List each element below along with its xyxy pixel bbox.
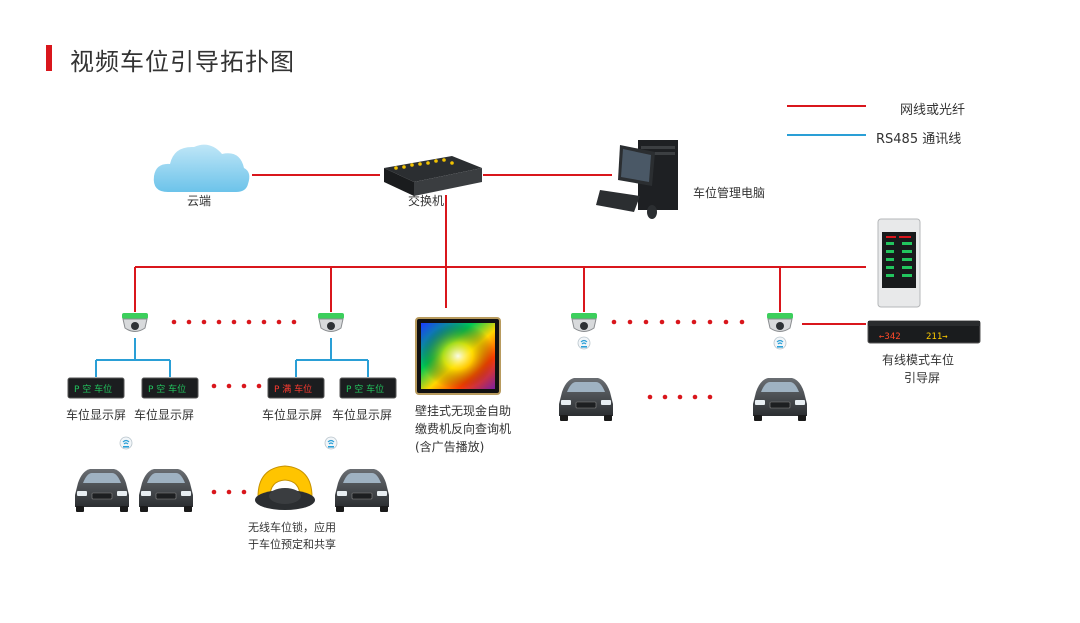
display-text-3: P 满 车位 (274, 383, 312, 395)
wireless-icon (577, 336, 591, 350)
lock-label-1: 无线车位锁，应用 (248, 521, 336, 534)
parking-display-icon (267, 377, 325, 399)
display-label-1: 车位显示屏 (66, 408, 127, 422)
kiosk-label-3: (含广告播放) (415, 440, 485, 454)
rs485-lines (95, 338, 369, 377)
legend-rs485-label: RS485 通讯线 (876, 132, 962, 147)
cloud-label: 云端 (187, 194, 212, 208)
car-icon (74, 468, 130, 513)
legend-fiber-label: 网线或光纤 (900, 103, 966, 118)
display-text-2: P 空 车位 (148, 383, 186, 395)
parking-lock-icon (255, 465, 315, 510)
wireless-icon (119, 436, 133, 450)
wireless-icon (324, 436, 338, 450)
kiosk-label-2: 缴费机反向查询机 (415, 422, 512, 436)
dotted-links (171, 319, 745, 495)
guide-right-text: 211→ (926, 332, 948, 342)
display-label-4: 车位显示屏 (332, 408, 393, 422)
computer-icon (596, 140, 678, 219)
title-accent-bar (46, 45, 52, 71)
camera-icon (570, 312, 598, 332)
display-text-4: P 空 车位 (346, 383, 384, 395)
kiosk-screen-icon (415, 317, 501, 395)
display-label-3: 车位显示屏 (262, 408, 323, 422)
switch-icon (384, 156, 482, 196)
wireless-icon (773, 336, 787, 350)
camera-icon (121, 312, 149, 332)
parking-display-icon (67, 377, 125, 399)
car-icon (334, 468, 390, 513)
camera-icon (317, 312, 345, 332)
car-icon (752, 377, 808, 422)
car-icon (138, 468, 194, 513)
camera-icon (766, 312, 794, 332)
wired-screen-label-1: 有线模式车位 (882, 353, 955, 367)
wired-screen-label-2: 引导屏 (904, 371, 941, 385)
horizontal-guidance-screen-icon (867, 320, 981, 344)
guide-left-text: ←342 (879, 332, 901, 342)
page-title: 视频车位引导拓扑图 (70, 48, 295, 76)
pc-label: 车位管理电脑 (693, 186, 766, 200)
network-lines (134, 174, 866, 325)
cloud-icon (153, 144, 250, 192)
car-icon (558, 377, 614, 422)
kiosk-label-1: 壁挂式无现金自助 (415, 404, 512, 418)
parking-display-icon (339, 377, 397, 399)
parking-display-icon (141, 377, 199, 399)
vertical-guidance-screen-icon (877, 218, 921, 308)
display-label-2: 车位显示屏 (134, 408, 195, 422)
display-text-1: P 空 车位 (74, 383, 112, 395)
lock-label-2: 于车位预定和共享 (248, 538, 336, 551)
switch-label: 交换机 (408, 194, 445, 208)
